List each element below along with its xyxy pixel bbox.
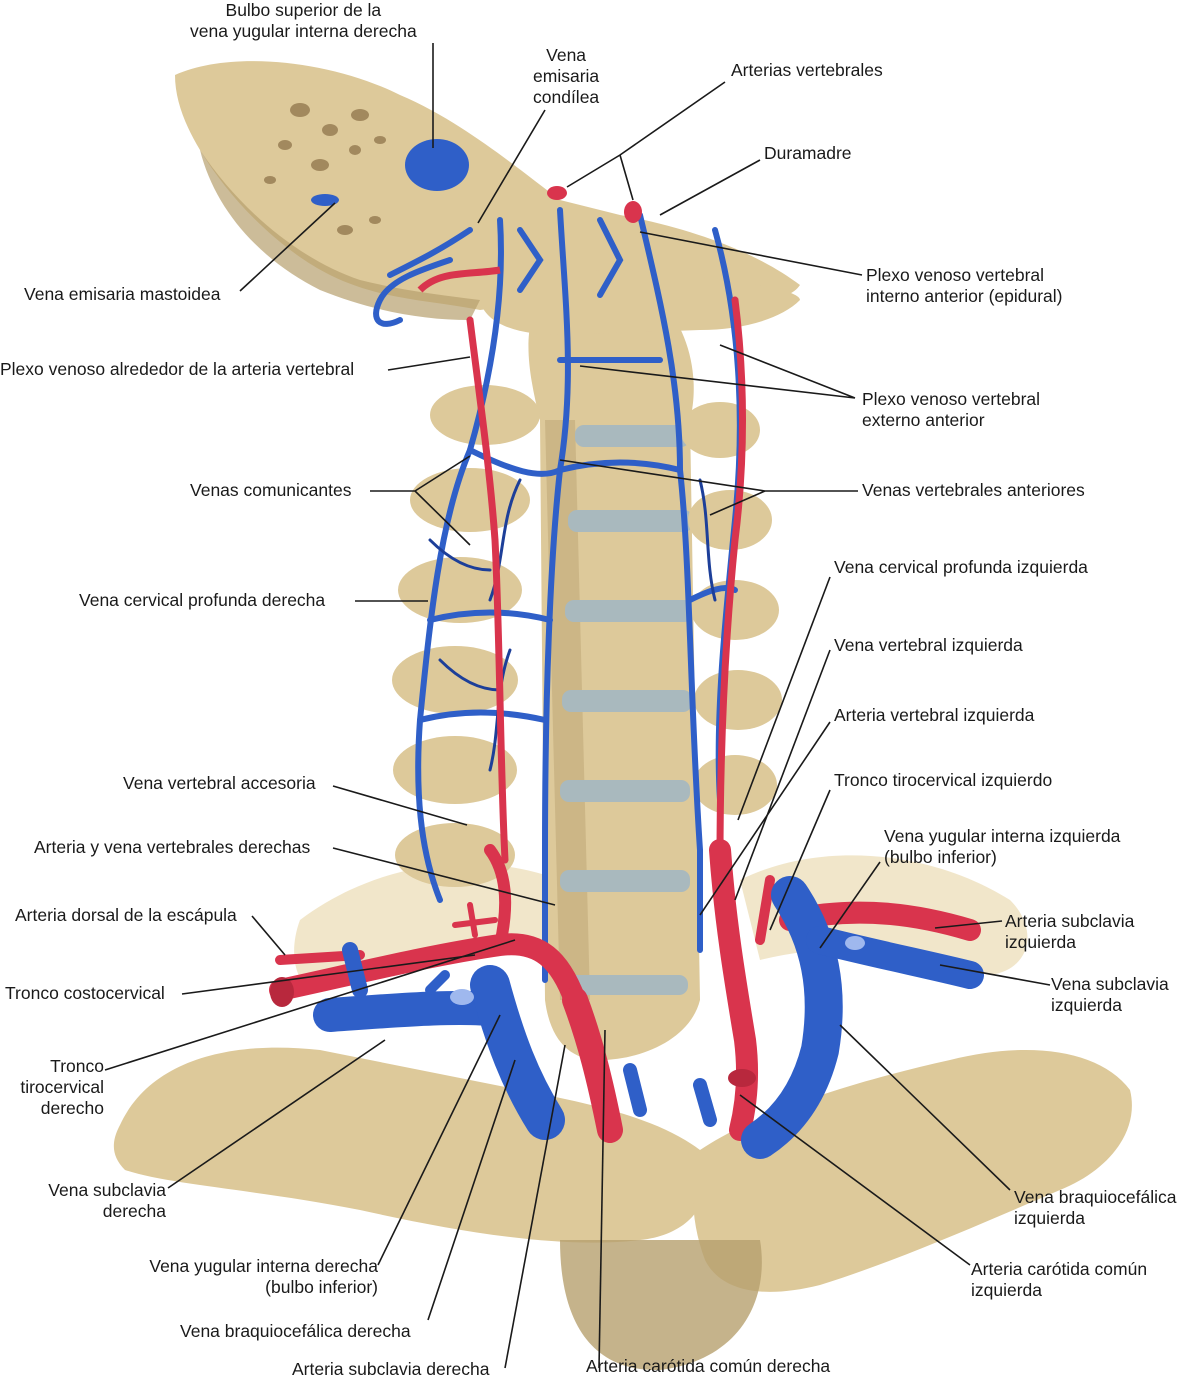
- vertebral-artery-cut-left: [624, 201, 642, 223]
- vertebral-arteries: [466, 296, 746, 864]
- label-vena-emisaria-condilea: Vena emisaria condílea: [533, 45, 600, 107]
- label-plexo-alrededor-arteria: Plexo venoso alrededor de la arteria ver…: [0, 359, 355, 379]
- right-veins: [313, 942, 565, 1140]
- left-veins: [623, 876, 984, 1159]
- label-tronco-tirocervical-derecho: Tronco tirocervical derecho: [20, 1056, 104, 1118]
- label-arteria-dorsal-escapula: Arteria dorsal de la escápula: [15, 905, 237, 925]
- skull-shadow: [200, 150, 480, 320]
- label-duramadre: Duramadre: [764, 143, 852, 163]
- label-plexo-interno-anterior: Plexo venoso vertebral interno anterior …: [866, 265, 1063, 306]
- mastoid-air-cells: [264, 103, 386, 235]
- label-arteria-vena-vertebrales-derechas: Arteria y vena vertebrales derechas: [34, 837, 311, 857]
- right-clavicle-and-rib: [113, 1047, 707, 1243]
- label-vena-cervical-profunda-izquierda: Vena cervical profunda izquierda: [834, 557, 1088, 577]
- intervertebral-discs: [560, 425, 693, 995]
- label-vena-vertebral-accesoria: Vena vertebral accesoria: [123, 773, 316, 793]
- label-arteria-subclavia-izquierda: Arteria subclavia izquierda: [1005, 911, 1135, 952]
- label-arterias-vertebrales: Arterias vertebrales: [731, 60, 883, 80]
- vertebral-artery-cut-right: [547, 186, 567, 200]
- label-tronco-costocervical: Tronco costocervical: [5, 983, 165, 1003]
- manubrium: [560, 1240, 762, 1371]
- label-tronco-tirocervical-izquierdo: Tronco tirocervical izquierdo: [834, 770, 1053, 790]
- label-arteria-vertebral-izquierda: Arteria vertebral izquierda: [834, 705, 1035, 725]
- atlas: [480, 270, 800, 335]
- label-plexo-externo-anterior: Plexo venoso vertebral externo anterior: [862, 389, 1041, 430]
- skull-base: [175, 61, 800, 310]
- label-vena-yugular-interna-izquierda: Vena yugular interna izquierda (bulbo in…: [884, 826, 1121, 867]
- label-vena-cervical-profunda-derecha: Vena cervical profunda derecha: [79, 590, 326, 610]
- label-vena-subclavia-izquierda: Vena subclavia izquierda: [1051, 974, 1169, 1015]
- label-arteria-carotida-comun-derecha: Arteria carótida común derecha: [586, 1356, 831, 1376]
- label-vena-braquiocefalica-izquierda: Vena braquiocefálica izquierda: [1014, 1187, 1177, 1228]
- label-vena-emisaria-mastoidea: Vena emisaria mastoidea: [24, 284, 221, 304]
- label-venas-comunicantes: Venas comunicantes: [190, 480, 352, 500]
- label-vena-yugular-interna-derecha: Vena yugular interna derecha (bulbo infe…: [149, 1256, 378, 1297]
- label-arteria-subclavia-derecha: Arteria subclavia derecha: [292, 1359, 490, 1379]
- label-arteria-carotida-comun-izquierda: Arteria carótida común izquierda: [971, 1259, 1148, 1300]
- right-subclavian-cut: [270, 977, 294, 1007]
- label-vena-subclavia-derecha: Vena subclavia derecha: [48, 1180, 166, 1221]
- leader-lines: [104, 43, 1051, 1369]
- left-carotid-cut: [728, 1069, 756, 1087]
- label-venas-vertebrales-anteriores: Venas vertebrales anteriores: [862, 480, 1085, 500]
- right-arteries: [269, 844, 623, 1143]
- vertebral-venous-plexus: [373, 207, 743, 983]
- label-bulbo-superior: Bulbo superior de la vena yugular intern…: [190, 0, 417, 41]
- cervical-vertebral-column: [528, 300, 700, 1060]
- label-vena-vertebral-izquierda: Vena vertebral izquierda: [834, 635, 1023, 655]
- superior-jugular-bulb: [405, 139, 469, 191]
- label-vena-braquiocefalica-derecha: Vena braquiocefálica derecha: [180, 1321, 411, 1341]
